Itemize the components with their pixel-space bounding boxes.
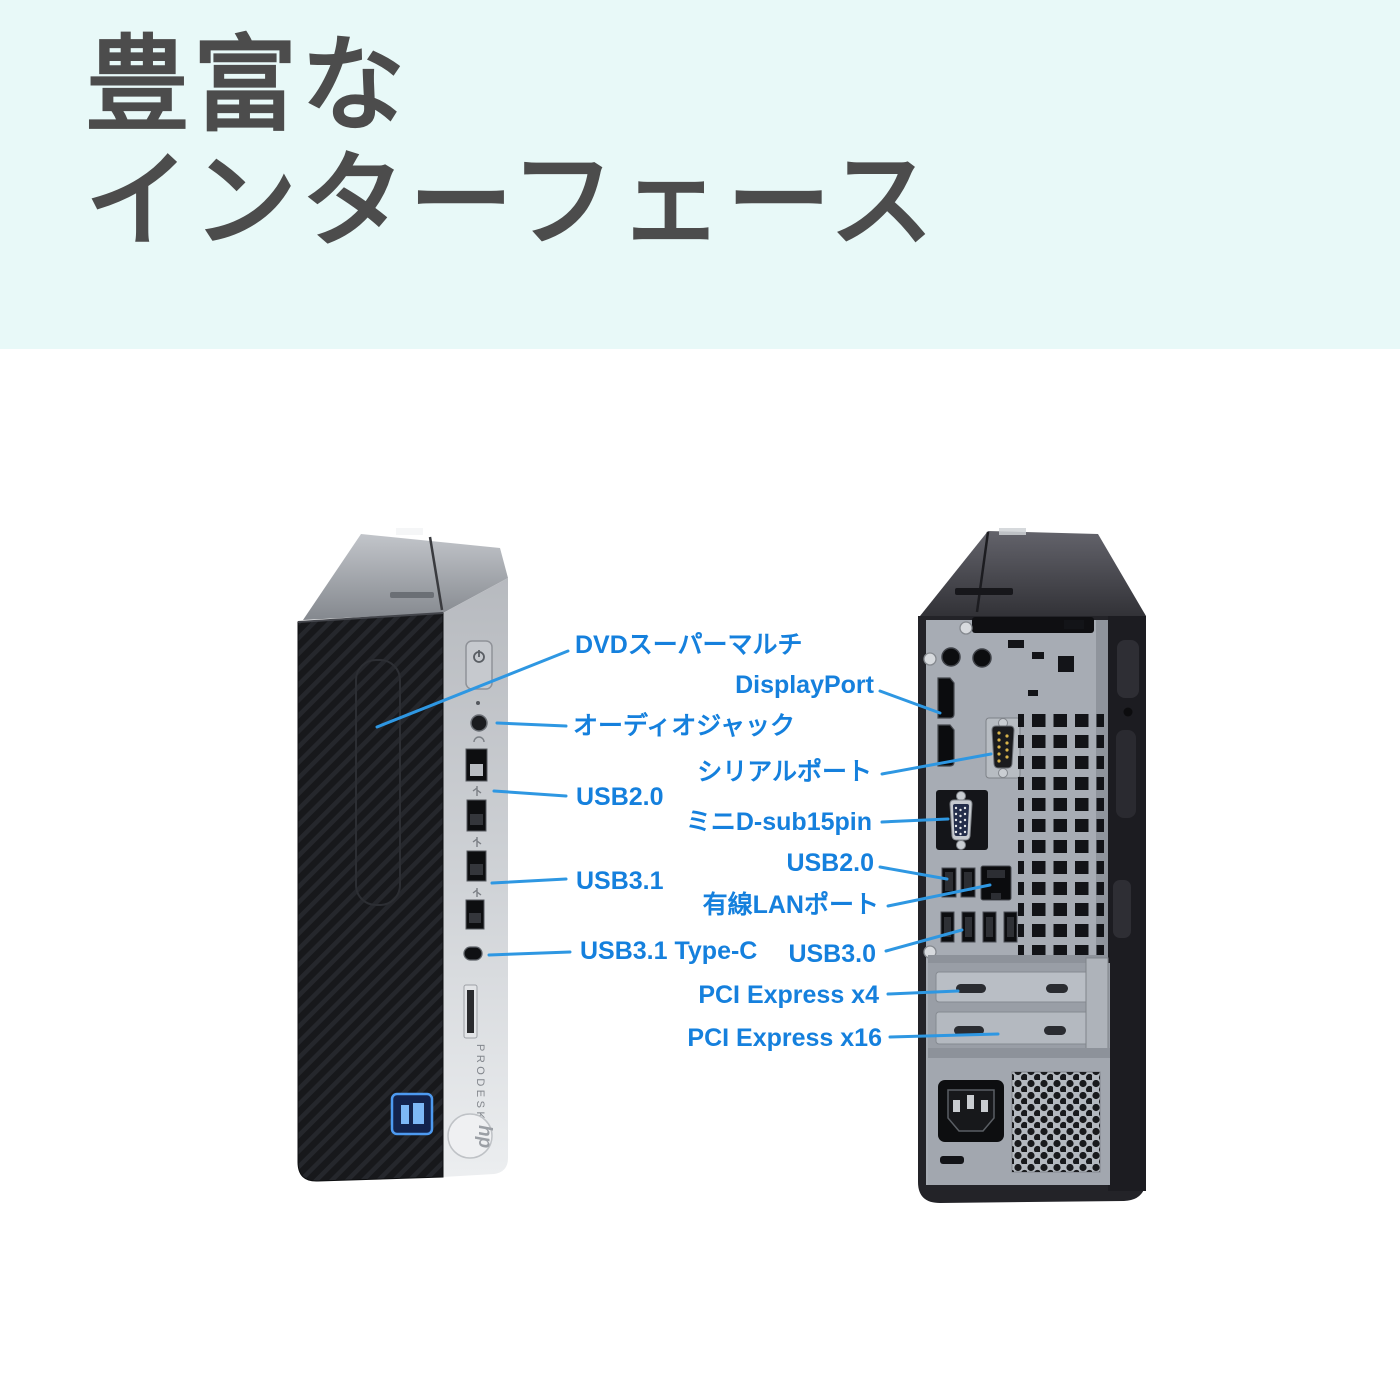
usb-c-port xyxy=(463,946,483,961)
title-line-2: インターフェース xyxy=(85,144,938,261)
leader-back-pci-x4 xyxy=(886,989,960,996)
displayport xyxy=(937,677,955,719)
intel-core-badge xyxy=(390,1092,434,1136)
leader-front-audio xyxy=(495,721,568,728)
leader-back-serial xyxy=(880,752,993,776)
callout-dvd-super-multi: DVDスーパーマルチ xyxy=(575,631,803,659)
back-tower xyxy=(918,528,1146,1203)
usb-tongue xyxy=(469,913,481,923)
punched-holes xyxy=(1008,620,1084,696)
leader-back-displayport xyxy=(878,689,942,715)
front-panel xyxy=(297,612,444,1182)
callout-front-usb20: USB2.0 xyxy=(576,783,664,811)
lan-port xyxy=(980,865,1012,901)
rear-audio-jack xyxy=(941,647,961,667)
leader-front-dvd xyxy=(375,649,570,729)
usb-tongue xyxy=(470,764,483,776)
leader-back-lan xyxy=(886,883,992,908)
power-icon xyxy=(473,650,485,663)
latch-detail xyxy=(1113,880,1131,938)
callout-back-usb30: USB3.0 xyxy=(788,940,876,968)
pci-divider xyxy=(928,955,1108,963)
callout-mini-dsub15pin: ミニD-sub15pin xyxy=(685,808,872,836)
thumb-latch xyxy=(1116,730,1136,818)
leader-back-usb3 xyxy=(884,928,964,953)
callout-displayport: DisplayPort xyxy=(735,671,874,699)
displayport xyxy=(937,724,955,767)
callout-usb31-type-c: USB3.1 Type-C xyxy=(580,937,758,965)
callout-serial-port: シリアルポート xyxy=(697,758,872,786)
usb-icon xyxy=(472,786,482,897)
hp-logo-text: hp xyxy=(474,1125,495,1148)
vent-grid xyxy=(1018,706,1104,957)
back-tower-top-face xyxy=(920,531,1146,616)
leader-lines xyxy=(375,649,1000,1039)
psu-vent xyxy=(1011,1071,1101,1173)
callout-front-usb31: USB3.1 xyxy=(576,867,664,895)
callout-back-usb20: USB2.0 xyxy=(786,849,874,877)
bottom-slot xyxy=(940,1156,964,1164)
pci-slot-x16 xyxy=(935,1011,1107,1045)
front-tower-top-label-mark xyxy=(390,592,434,598)
padlock-hole xyxy=(1123,707,1133,717)
callout-audio-jack: オーディオジャック xyxy=(573,712,796,740)
header-band: 豊富な インターフェース xyxy=(0,0,1400,349)
top-recess-slot xyxy=(972,617,1094,633)
front-tower: PRODESK hp xyxy=(297,528,508,1182)
pci-slot-x4 xyxy=(935,971,1107,1003)
rear-usb3-ports xyxy=(940,911,1018,943)
power-inlet xyxy=(938,1080,1004,1142)
sd-card-slit xyxy=(467,990,474,1033)
title-line-1: 豊富な xyxy=(85,28,410,144)
dvd-drive-slot xyxy=(355,659,401,906)
page-title: 豊富な インターフェース xyxy=(85,28,938,261)
usb-tongue xyxy=(470,814,483,825)
callout-pci-express-x16: PCI Express x16 xyxy=(687,1024,882,1052)
rear-audio-jack xyxy=(972,648,992,668)
callout-wired-lan-port: 有線LANポート xyxy=(702,891,879,919)
usb-tongue xyxy=(470,864,483,875)
serial-port xyxy=(985,717,1021,779)
callout-pci-express-x4: PCI Express x4 xyxy=(698,981,879,1009)
leader-back-vga xyxy=(880,817,950,824)
front-audio-jack xyxy=(470,714,488,732)
back-tower-top-seam xyxy=(975,531,990,613)
front-panel-top-edge xyxy=(297,612,444,623)
prodesk-model-text: PRODESK xyxy=(474,1044,486,1122)
headset-icon xyxy=(473,736,485,743)
leader-front-usb31 xyxy=(490,877,568,885)
vga-port xyxy=(936,790,988,850)
lock-slot xyxy=(1117,640,1139,698)
front-usb-ports xyxy=(465,748,488,930)
mic-hole xyxy=(476,701,480,705)
front-tower-top-sticker xyxy=(396,528,423,535)
back-tower-top-sticker xyxy=(999,528,1026,535)
back-tower-top-label-mark xyxy=(955,588,1013,595)
leader-back-usb2 xyxy=(878,865,949,881)
pci-bottom-lip xyxy=(928,1048,1110,1058)
leader-front-usbc xyxy=(487,950,572,957)
hp-logo xyxy=(447,1113,493,1159)
leader-front-usb2 xyxy=(492,789,568,798)
front-tower-top-face xyxy=(303,534,508,620)
power-button xyxy=(465,640,493,690)
leader-back-pci-x16 xyxy=(888,1032,1000,1039)
front-tower-top-seam xyxy=(428,536,444,611)
